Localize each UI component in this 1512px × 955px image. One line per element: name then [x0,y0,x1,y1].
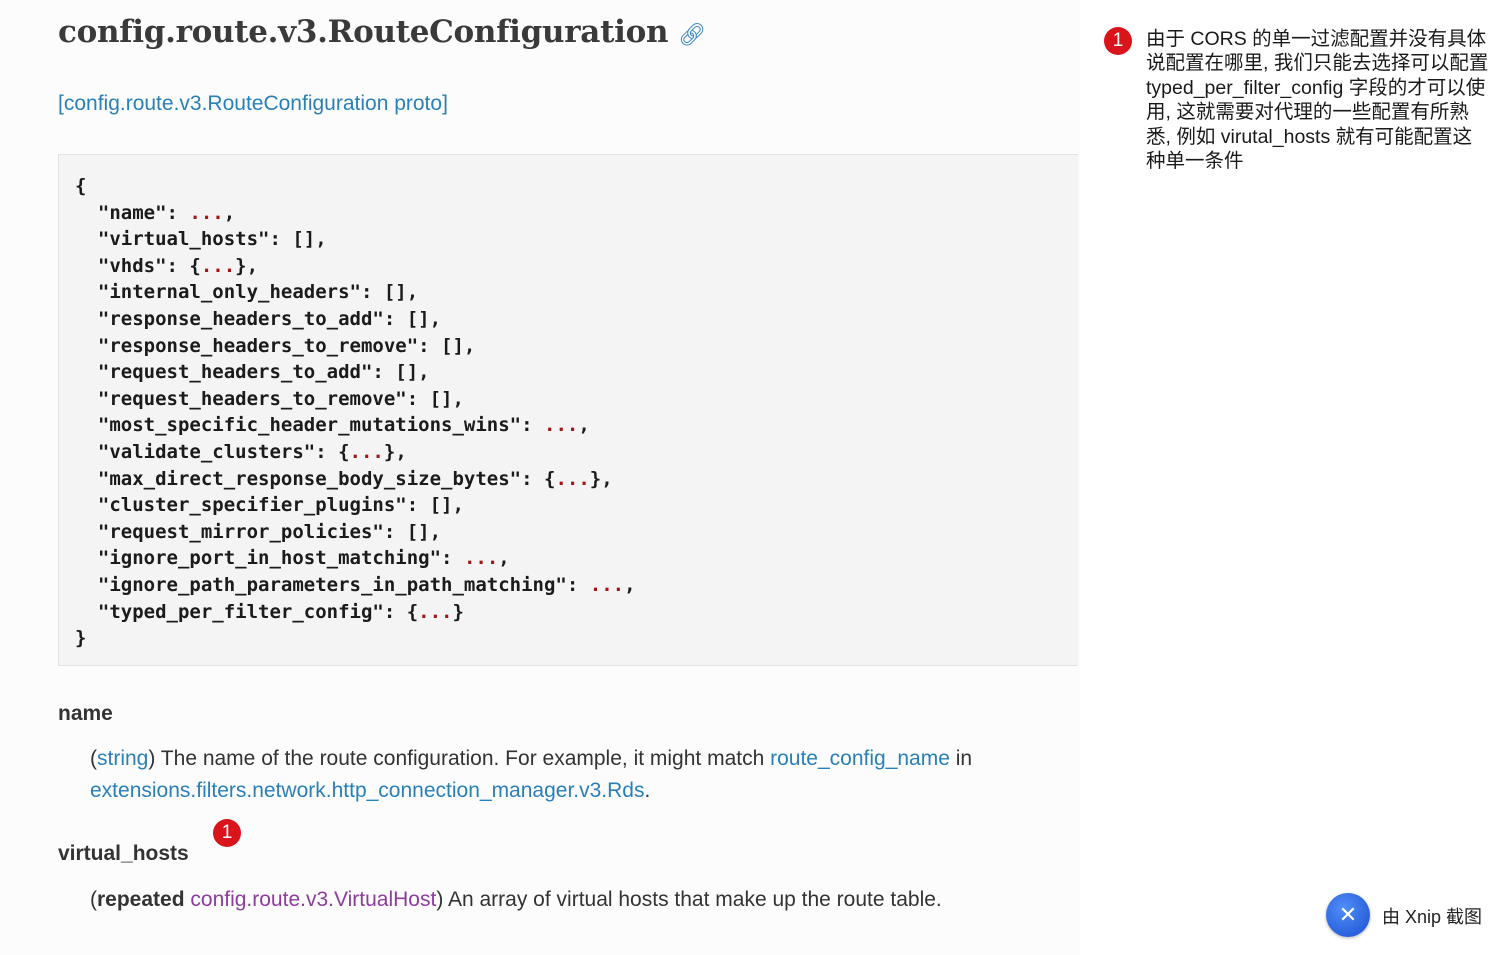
link-icon[interactable]: 🔗︎ [678,23,706,48]
code-line: "ignore_port_in_host_matching": ..., [75,547,510,570]
field-desc-virtual-hosts: (repeated config.route.v3.VirtualHost) A… [90,884,1050,916]
json-code: { "name": ..., "virtual_hosts": [], "vhd… [75,173,636,652]
paren: ( [90,888,97,911]
field-desc-end: . [644,779,651,802]
route-config-name-link[interactable]: route_config_name [770,747,950,770]
documentation-page: config.route.v3.RouteConfiguration 🔗︎ [co… [58,14,1078,916]
code-line: "cluster_specifier_plugins": [], [75,494,464,517]
xnip-watermark: ✕ 由 Xnip 截图 [1326,893,1496,937]
field-desc-text: ) An array of virtual hosts that make up… [436,888,942,911]
proto-link[interactable]: [config.route.v3.RouteConfiguration prot… [58,92,448,115]
code-line: "max_direct_response_body_size_bytes": {… [75,467,613,490]
code-line: "virtual_hosts": [], [75,228,327,251]
code-block: { "name": ..., "virtual_hosts": [], "vhd… [58,154,1078,666]
page-title-text: config.route.v3.RouteConfiguration [58,14,669,50]
field-name-virtual-hosts: virtual_hosts [58,842,189,865]
annotation-note: 由于 CORS 的单一过滤配置并没有具体说配置在哪里, 我们只能去选择可以配置 … [1146,28,1489,173]
code-line: "most_specific_header_mutations_wins": .… [75,414,590,437]
field-desc-text: ) The name of the route configuration. F… [148,747,771,770]
code-line: "typed_per_filter_config": {...} [75,600,464,623]
code-line: "request_headers_to_remove": [], [75,387,464,410]
annotation-badge-inline: 1 [213,819,241,847]
code-line: "request_mirror_policies": [], [75,520,442,543]
field-desc-name: (string) The name of the route configura… [90,743,1050,807]
rds-link[interactable]: extensions.filters.network.http_connecti… [90,779,645,802]
paren: ( [90,747,97,770]
xnip-logo-icon: ✕ [1326,893,1370,937]
repeated-label: repeated [97,888,185,911]
code-line: { [75,175,87,197]
code-line: "validate_clusters": {...}, [75,440,407,463]
code-line: "name": ..., [75,201,236,224]
xnip-label: 由 Xnip 截图 [1382,907,1483,927]
annotation-badge: 1 [1104,27,1132,55]
code-line: "ignore_path_parameters_in_path_matching… [75,573,636,596]
type-link-string[interactable]: string [97,747,149,770]
code-line: "internal_only_headers": [], [75,281,419,304]
code-line: } [75,627,87,650]
field-name-name: name [58,702,113,725]
code-line: "request_headers_to_add": [], [75,361,430,384]
field-desc-mid: in [949,747,973,770]
virtualhost-type-link[interactable]: config.route.v3.VirtualHost [190,888,437,911]
code-line: "vhds": {...}, [75,254,259,277]
page-title: config.route.v3.RouteConfiguration 🔗︎ [58,14,706,50]
code-line: "response_headers_to_add": [], [75,307,442,330]
code-line: "response_headers_to_remove": [], [75,334,476,357]
